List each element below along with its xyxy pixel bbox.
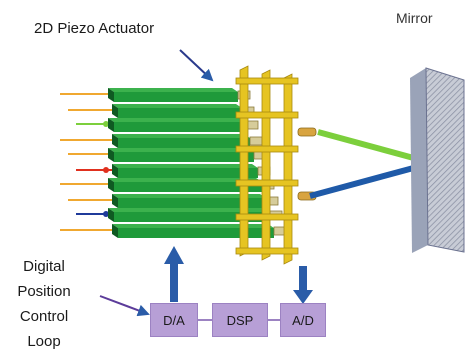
actuator-rod (112, 104, 255, 118)
frame-bar (235, 179, 299, 187)
da-block: D/A (150, 303, 198, 337)
frame-column (239, 65, 249, 257)
frame-bar (235, 77, 299, 85)
control-line-4: Loop (27, 333, 61, 350)
control-loop-label: Digital Position Control Loop (0, 254, 88, 354)
output-tip (297, 127, 317, 137)
control-line-2: Position (17, 283, 71, 300)
ad-block: A/D (280, 303, 326, 337)
da-arrow (164, 246, 184, 302)
frame-column (261, 69, 271, 261)
loop-pointer (99, 295, 150, 317)
lead-dot (103, 121, 109, 127)
frame-bar (235, 145, 299, 153)
lead-dot (103, 167, 109, 173)
actuator-rod (108, 208, 283, 222)
mirror (410, 67, 465, 253)
actuator-title: 2D Piezo Actuator (34, 20, 155, 37)
control-line-1: Digital (23, 258, 65, 275)
actuator-rod (108, 118, 259, 132)
wire-leads (60, 93, 116, 231)
actuator-rod (112, 224, 287, 238)
control-line-3: Control (19, 308, 69, 325)
frame-bar (235, 247, 299, 255)
actuator-rod (112, 134, 263, 148)
mounting-frame (235, 65, 317, 265)
frame-column (283, 73, 293, 265)
dsp-block: DSP (212, 303, 268, 337)
ad-arrow (293, 266, 313, 304)
frame-bar (235, 213, 299, 221)
frame-bar (235, 111, 299, 119)
mirror-label: Mirror (396, 10, 433, 26)
title-pointer (179, 49, 214, 82)
actuator-rod (108, 88, 251, 102)
lead-dot (103, 211, 109, 217)
actuator-array (108, 88, 287, 238)
actuator-rod (112, 194, 279, 208)
